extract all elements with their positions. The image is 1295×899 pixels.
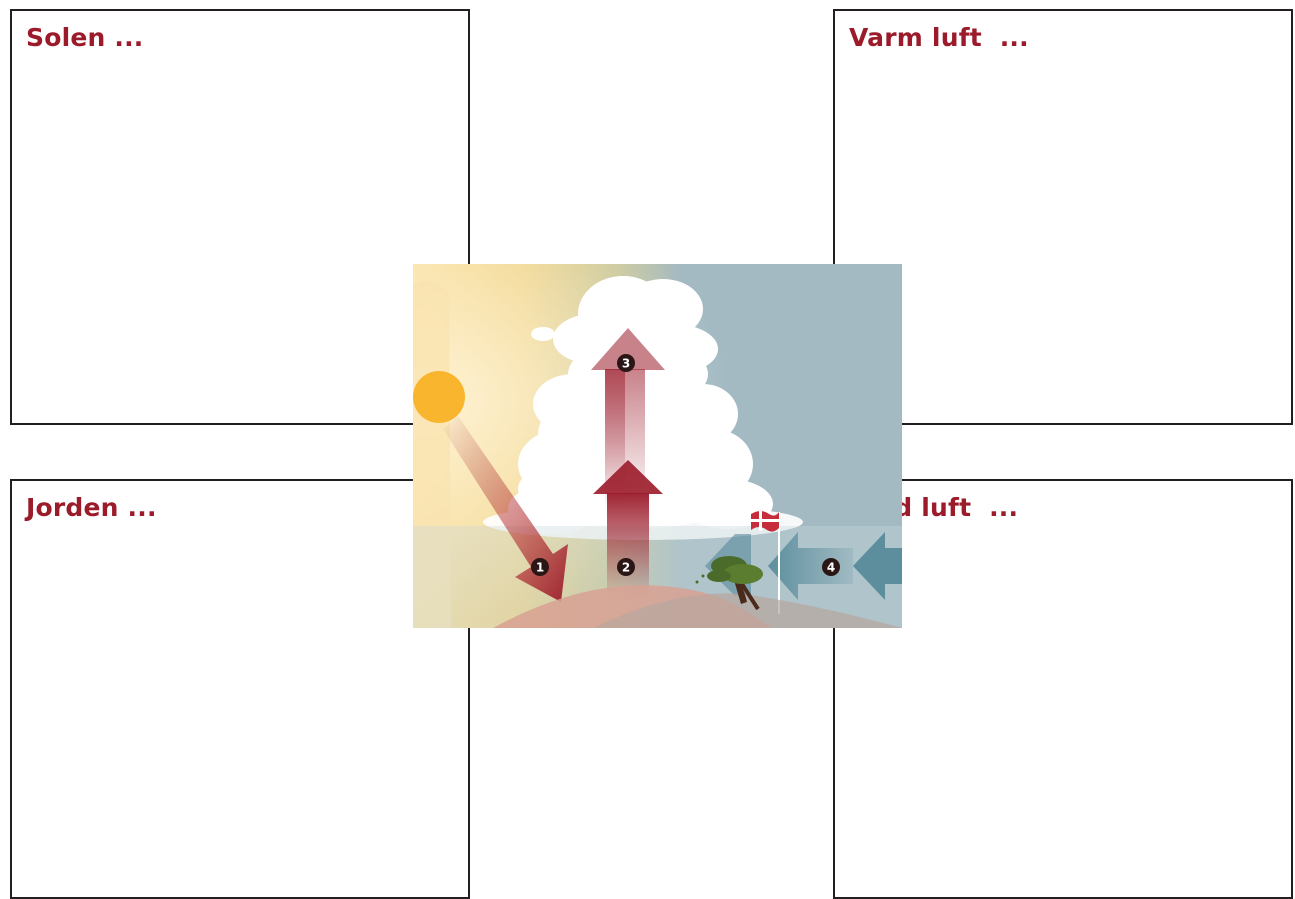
sun-icon bbox=[413, 371, 465, 423]
box-varm-luft: Varm luft ... bbox=[833, 9, 1293, 425]
box-solen: Solen ... bbox=[10, 9, 470, 425]
svg-text:3: 3 bbox=[622, 357, 630, 371]
marker-2: 2 bbox=[617, 558, 635, 576]
box-jorden: Jorden ... bbox=[10, 479, 470, 899]
danish-flag-icon bbox=[751, 511, 779, 532]
box-title-jorden: Jorden ... bbox=[26, 493, 157, 522]
marker-4: 4 bbox=[822, 558, 840, 576]
warm-air-arrow-lower bbox=[607, 493, 649, 603]
marker-1: 1 bbox=[531, 558, 549, 576]
sea-breeze-illustration: 1 2 3 4 bbox=[413, 264, 902, 628]
svg-text:2: 2 bbox=[622, 561, 630, 575]
svg-text:1: 1 bbox=[536, 561, 544, 575]
marker-3: 3 bbox=[617, 354, 635, 372]
box-kold-luft: Kold luft ... bbox=[833, 479, 1293, 899]
tree-icon bbox=[695, 556, 763, 611]
sun-ray-arrow bbox=[443, 416, 568, 602]
svg-text:4: 4 bbox=[827, 561, 835, 575]
box-title-solen: Solen ... bbox=[26, 23, 144, 52]
box-title-varm-luft: Varm luft ... bbox=[849, 23, 1029, 52]
